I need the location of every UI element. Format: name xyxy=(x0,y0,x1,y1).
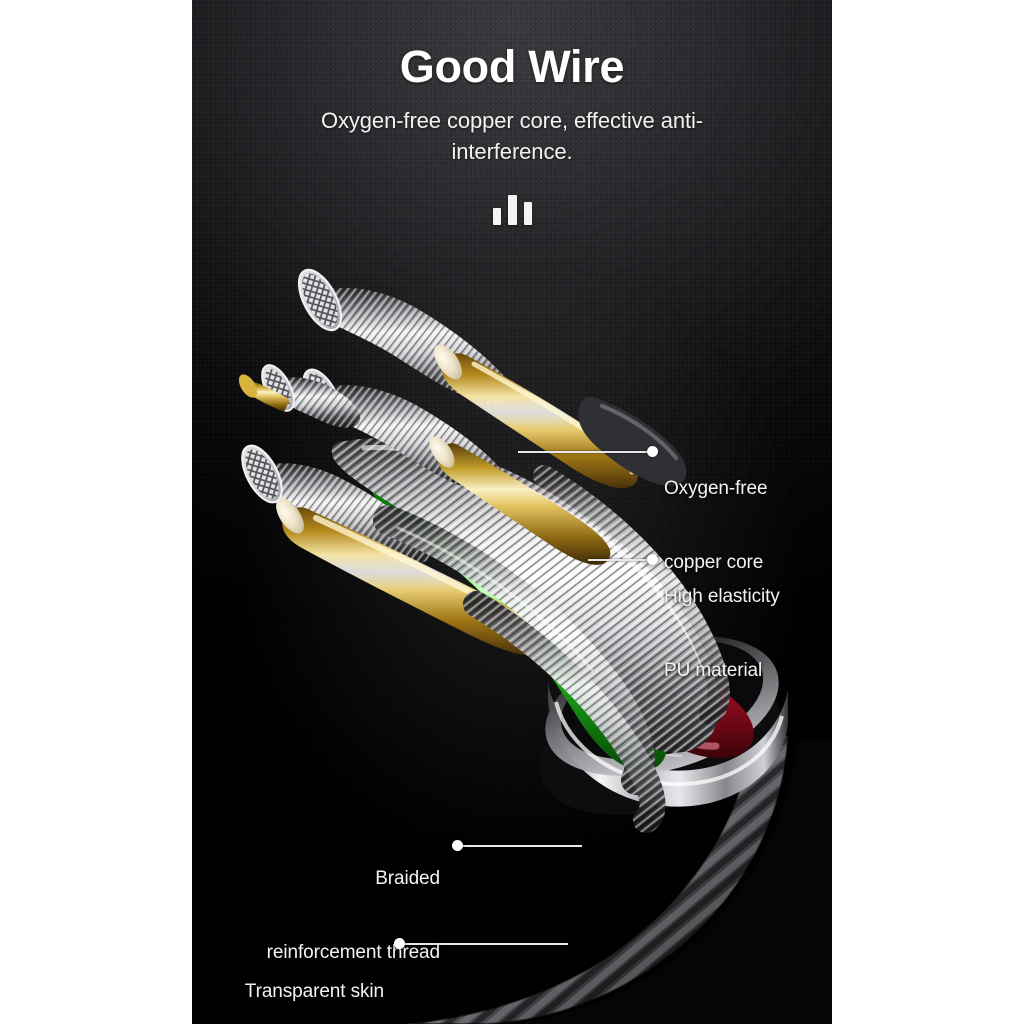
cable-cutaway-illustration xyxy=(238,260,832,1024)
callout-leader-line-high-elasticity-pu-material xyxy=(588,559,652,561)
subtitle-line-1: Oxygen-free copper core, effective xyxy=(320,107,655,133)
header-block: Good Wire Oxygen-free copper core, effec… xyxy=(192,0,832,226)
callout-leader-line-oxygen-free-copper-core xyxy=(518,451,652,453)
callout-transparent-skin: Transparent skin xyxy=(245,931,384,1024)
bar-chart-icon-bar-3 xyxy=(523,202,532,226)
callout-dot-oxygen-free-copper-core xyxy=(647,446,658,457)
bar-chart-icon-bar-2 xyxy=(507,195,517,226)
callout-line-1: High elasticity xyxy=(664,586,780,608)
callout-line-1: Braided xyxy=(375,868,440,890)
bar-chart-icon xyxy=(491,191,533,226)
page-title: Good Wire xyxy=(399,41,625,92)
page-subtitle: Oxygen-free copper core, effective anti-… xyxy=(292,105,732,167)
callout-dot-high-elasticity-pu-material xyxy=(647,554,658,565)
callout-leader-line-transparent-skin xyxy=(400,943,568,945)
braid-strands-foreground xyxy=(373,465,730,833)
callout-line-1: Transparent skin xyxy=(244,981,384,1003)
dark-product-panel: Good Wire Oxygen-free copper core, effec… xyxy=(192,0,832,1024)
subtitle-line-2: anti-interference. xyxy=(451,107,704,165)
callout-oxygen-free-copper-core: Oxygen-free copper core xyxy=(664,428,768,626)
bar-chart-icon-bar-1 xyxy=(492,208,501,226)
copper-wire-top xyxy=(297,268,639,489)
callout-line-1: Oxygen-free xyxy=(664,478,768,500)
callout-dot-transparent-skin xyxy=(394,938,405,949)
callout-line-2: PU material xyxy=(664,660,763,682)
grey-oversheath xyxy=(578,396,687,486)
callout-high-elasticity-pu-material: High elasticity PU material xyxy=(664,536,780,734)
callout-dot-braided-reinforcement-thread xyxy=(452,840,463,851)
callout-line-2: copper core xyxy=(664,552,764,574)
callout-leader-line-braided-reinforcement-thread xyxy=(458,845,582,847)
copper-wire-left-stub xyxy=(238,364,361,428)
